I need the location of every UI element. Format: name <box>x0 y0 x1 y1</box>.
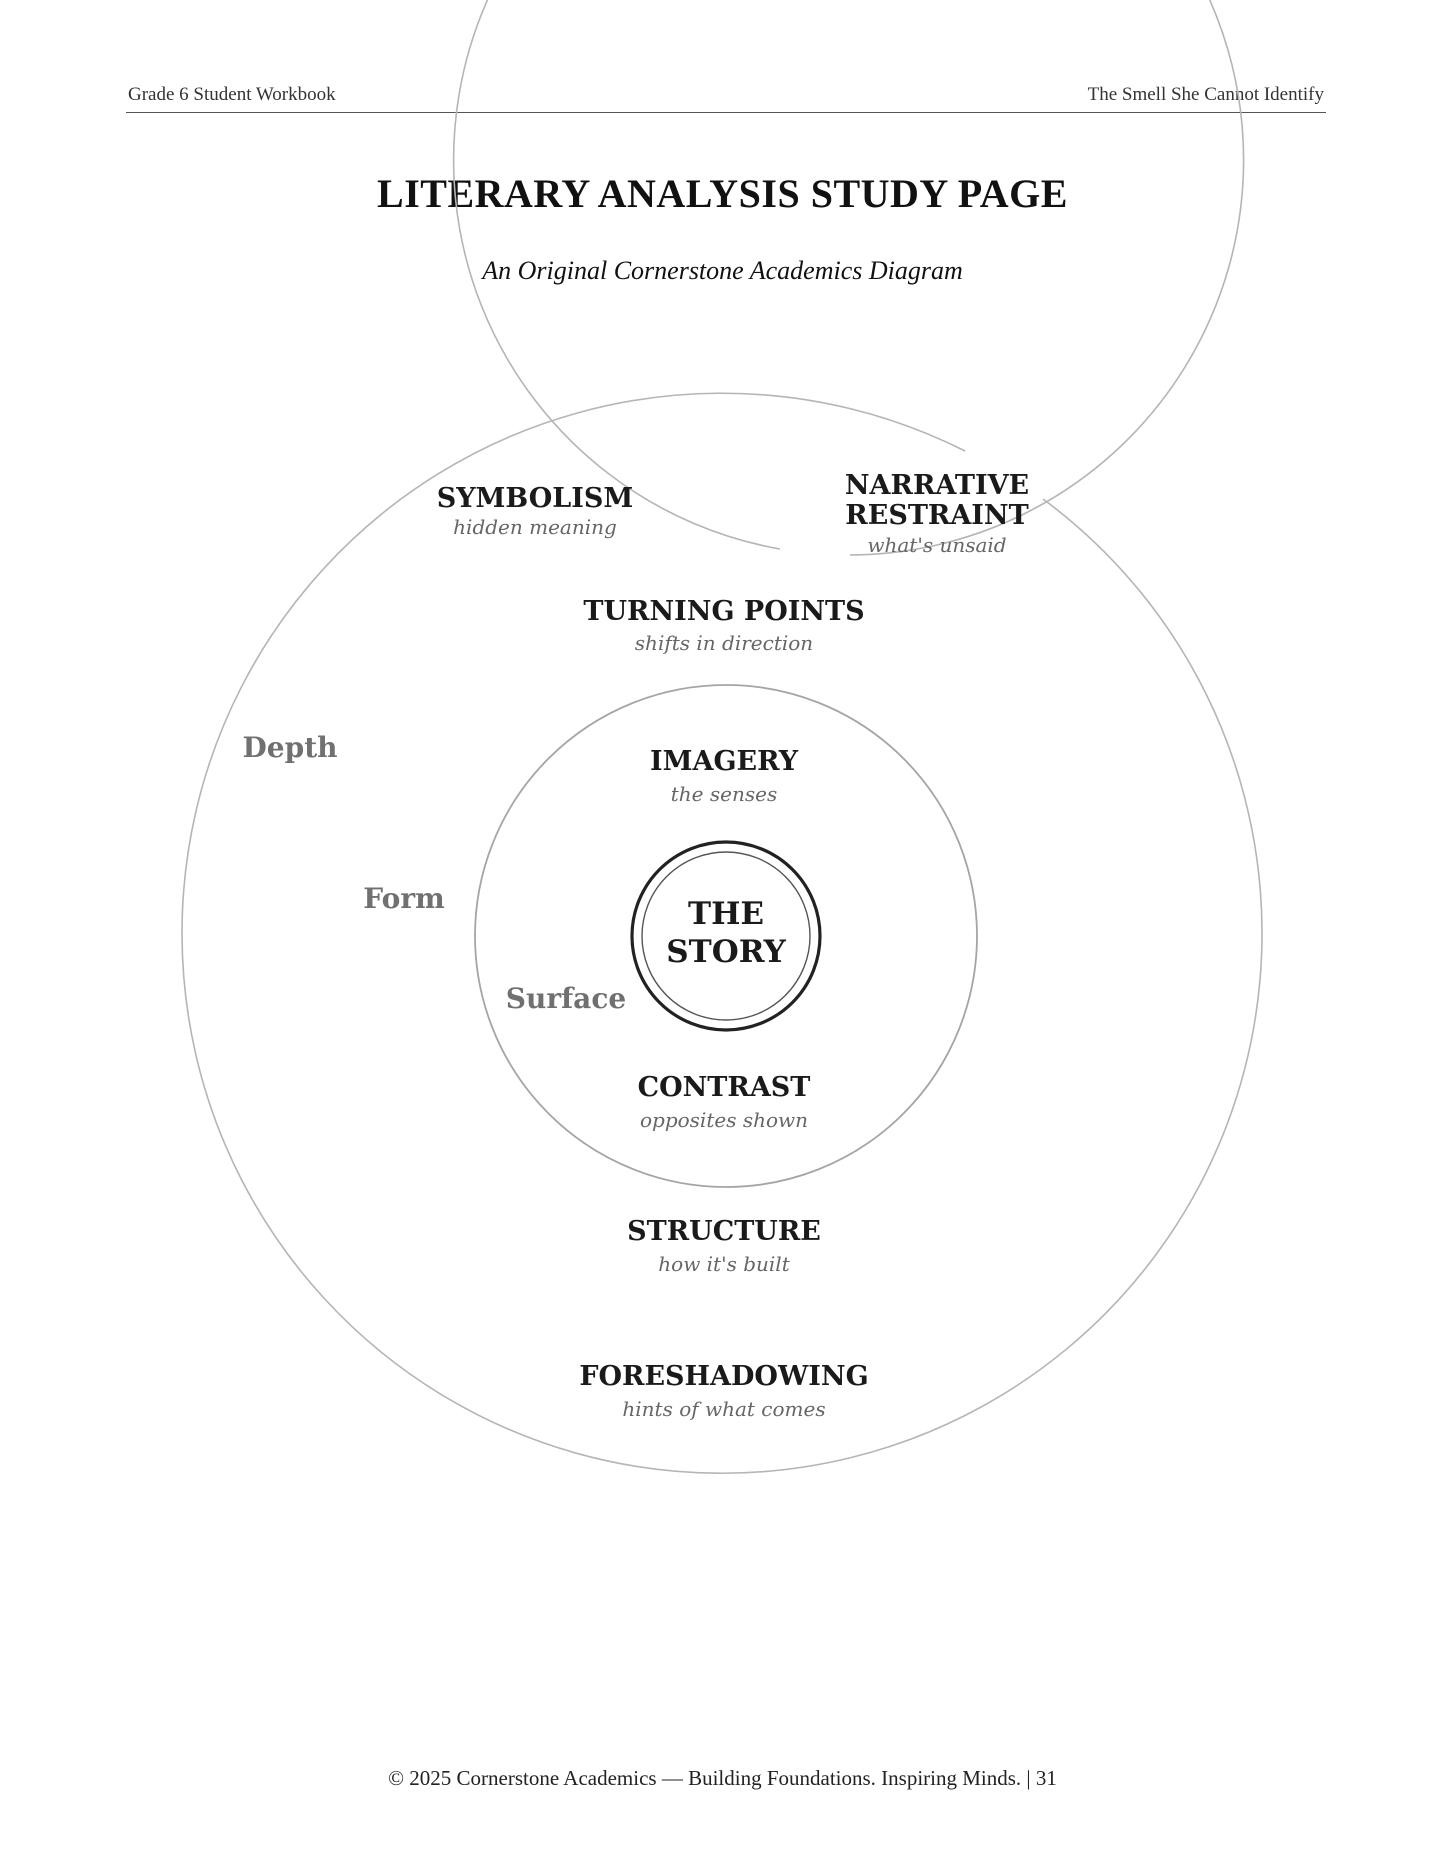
narrative-restraint-label-line1: NARRATIVE <box>845 470 1029 501</box>
symbolism-note: hidden meaning <box>453 515 617 539</box>
turning-points-note: shifts in direction <box>635 631 813 655</box>
imagery-label: IMAGERY <box>650 746 799 777</box>
page-title: LITERARY ANALYSIS STUDY PAGE <box>377 171 1068 216</box>
surface-ring <box>474 684 978 1188</box>
center-label-line1: THE <box>688 896 764 932</box>
structure-label: STRUCTURE <box>627 1216 821 1247</box>
narrative-restraint-label-line2: RESTRAINT <box>845 500 1028 531</box>
imagery-note: the senses <box>671 782 777 806</box>
header-workbook-label: Grade 6 Student Workbook <box>128 84 336 105</box>
page-header: Grade 6 Student Workbook The Smell She C… <box>126 82 1326 113</box>
page-footer: © 2025 Cornerstone Academics — Building … <box>388 1766 1057 1790</box>
header-story-title: The Smell She Cannot Identify <box>1087 84 1324 105</box>
foreshadowing-note: hints of what comes <box>622 1397 825 1421</box>
contrast-label: CONTRAST <box>638 1072 811 1103</box>
symbolism-label: SYMBOLISM <box>437 483 634 514</box>
foreshadowing-label: FORESHADOWING <box>579 1361 868 1392</box>
narrative-restraint-note: what's unsaid <box>867 533 1006 557</box>
turning-points-label: TURNING POINTS <box>583 596 864 627</box>
ring-label-form: Form <box>363 882 444 915</box>
story-outer-circle <box>630 840 822 1032</box>
center-label-line2: STORY <box>666 934 786 970</box>
form-ring <box>452 0 1245 556</box>
depth-ring <box>181 392 1263 1475</box>
ring-label-depth: Depth <box>243 731 338 764</box>
contrast-note: opposites shown <box>640 1108 808 1132</box>
page-subtitle: An Original Cornerstone Academics Diagra… <box>482 256 963 285</box>
story-inner-circle <box>641 851 811 1021</box>
ring-label-surface: Surface <box>506 982 626 1015</box>
structure-note: how it's built <box>658 1252 790 1276</box>
